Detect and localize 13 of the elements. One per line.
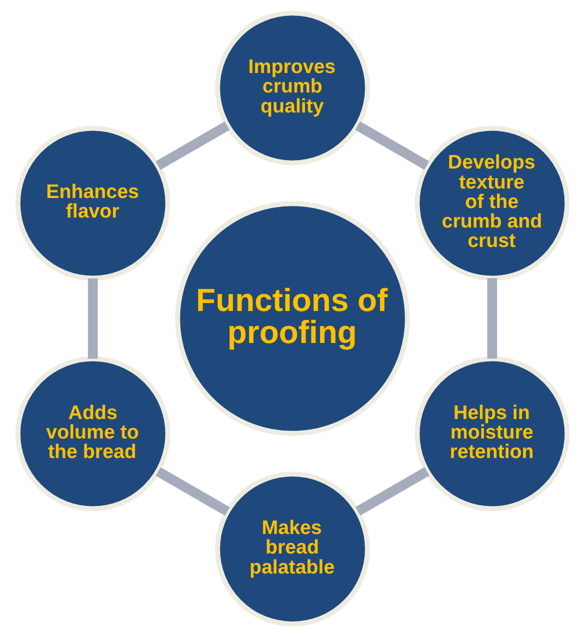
connector <box>354 467 429 516</box>
connector <box>155 467 230 516</box>
node-circle: Helps in moisture retention <box>414 356 570 512</box>
node-circle: Adds volume to the bread <box>14 356 170 512</box>
connector <box>486 278 497 359</box>
connector <box>354 121 429 170</box>
node-circle: Makes bread palatable <box>214 472 370 626</box>
connector <box>87 278 98 359</box>
connector <box>155 121 230 170</box>
node-circle: Develops texture of the crumb and crust <box>414 126 570 281</box>
node-circle: Improves crumb quality <box>214 10 370 166</box>
node-circle: Enhances flavor <box>14 126 170 281</box>
node-circle: Functions of proofing <box>174 201 410 436</box>
